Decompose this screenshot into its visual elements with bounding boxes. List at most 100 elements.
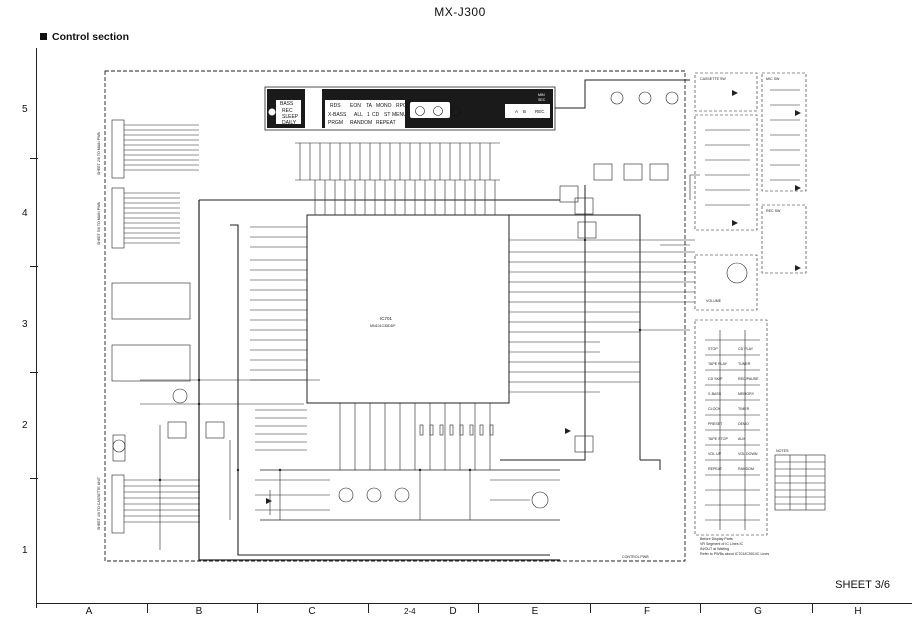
transistor bbox=[531, 491, 549, 509]
ic701-body bbox=[306, 214, 510, 404]
disp-all: ALL bbox=[354, 112, 363, 118]
row-label-3: 3 bbox=[22, 319, 28, 330]
col-label-e: E bbox=[531, 606, 539, 617]
row-label-2: 2 bbox=[22, 420, 28, 431]
disp-rds: RDS bbox=[330, 103, 341, 109]
disp-xbass: X-BASS bbox=[328, 112, 347, 118]
key-label: TIMER bbox=[738, 407, 750, 411]
key-label: VOL UP bbox=[708, 452, 722, 456]
key-label: DEMO bbox=[738, 422, 749, 426]
notes-title: NOTES: bbox=[776, 449, 789, 453]
key-label: PRESET bbox=[708, 422, 723, 426]
disp-b: B bbox=[523, 109, 526, 114]
row-tick bbox=[30, 266, 38, 267]
connector-sheet45 bbox=[111, 474, 125, 534]
transistor bbox=[638, 91, 652, 105]
notes-line-1: Before Display Parts bbox=[700, 537, 733, 541]
key-label: RANDOM bbox=[738, 467, 754, 471]
disp-rec-ind: REC bbox=[535, 109, 545, 114]
col-tick bbox=[147, 603, 148, 613]
row-label-5: 5 bbox=[22, 104, 28, 115]
key-label: CLOCK bbox=[708, 407, 721, 411]
col-tick bbox=[590, 603, 591, 613]
row-tick bbox=[30, 478, 38, 479]
subboard-cassette-sw bbox=[694, 72, 758, 112]
transistor bbox=[610, 91, 624, 105]
key-label: X-BASS bbox=[708, 392, 722, 396]
subboard-volume bbox=[694, 254, 758, 311]
left-ic-block-2 bbox=[111, 344, 191, 382]
disp-rec: REC bbox=[282, 108, 293, 114]
col-label-a: A bbox=[85, 606, 93, 617]
disp-eon: EON bbox=[350, 103, 361, 109]
diodes bbox=[266, 90, 801, 504]
disp-st: ST bbox=[384, 112, 390, 118]
diagram-footer-label: CONTROL PWB bbox=[622, 555, 649, 559]
key-label: REC/PAUSE bbox=[738, 377, 759, 381]
disp-random: RANDOM bbox=[350, 120, 372, 126]
disp-rpo: RPO bbox=[396, 103, 407, 109]
page-title: MX-J300 bbox=[434, 5, 486, 19]
key-label: AUX bbox=[738, 437, 746, 441]
disp-daily: DAILY bbox=[282, 120, 297, 126]
connector-sheet45-label: SHEET 4/6 TO CASSETTE UNIT bbox=[97, 476, 101, 530]
notes-line-4: Refer to PWBs about IC701/IC901/IC Lines bbox=[700, 552, 769, 556]
col-label-h: H bbox=[854, 606, 862, 617]
key-label: REPEAT bbox=[708, 467, 723, 471]
clock-icon bbox=[268, 108, 276, 116]
col-tick bbox=[478, 603, 479, 613]
left-ic-block bbox=[111, 282, 191, 320]
disp-a: A bbox=[515, 109, 518, 114]
key-label: TAPE PLAY bbox=[708, 362, 728, 366]
key-label: TAPE STOP bbox=[708, 437, 728, 441]
connector-sheet25 bbox=[111, 119, 125, 179]
col-tick bbox=[257, 603, 258, 613]
disp-1: 1 bbox=[367, 112, 370, 118]
subboard-rec-sw bbox=[694, 114, 758, 231]
frame-left-border bbox=[36, 48, 37, 608]
disp-ta: TA bbox=[366, 103, 373, 109]
page-number: 2-4 bbox=[404, 607, 416, 616]
col-tick bbox=[368, 603, 369, 613]
resistor-bank bbox=[419, 424, 494, 436]
key-label: CD PLAY bbox=[738, 347, 754, 351]
transistor bbox=[665, 91, 679, 105]
connector-sheet56-label: SHEET 5/6 TO MAIN PWB bbox=[97, 201, 101, 245]
disp-prgm: PRGM bbox=[328, 120, 343, 126]
ic701-ref: IC701 bbox=[380, 316, 393, 321]
subboard-cassette-label: CASSETTE SW bbox=[700, 77, 726, 81]
volume-pot bbox=[726, 262, 748, 284]
col-label-f: F bbox=[643, 606, 651, 617]
subboard-keys bbox=[694, 319, 768, 536]
transistor bbox=[366, 487, 382, 503]
disp-cd: CD bbox=[372, 112, 380, 118]
frame-bottom-border bbox=[36, 603, 912, 604]
subboard-rec-sw-2 bbox=[761, 204, 807, 274]
transistor bbox=[338, 487, 354, 503]
key-label: STOP bbox=[708, 347, 718, 351]
key-label: MEMORY bbox=[738, 392, 755, 396]
notes-line-3: IN/OUT at Waiting bbox=[700, 547, 729, 551]
disp-mono: MONO bbox=[376, 103, 392, 109]
disp-sleep: SLEEP bbox=[282, 114, 299, 120]
notes-table bbox=[774, 454, 826, 511]
subboard-rec-label: REC SW bbox=[766, 209, 781, 213]
col-label-b: B bbox=[195, 606, 203, 617]
col-label-c: C bbox=[308, 606, 316, 617]
junction-dots bbox=[158, 238, 642, 482]
sheet-number: SHEET 3/6 bbox=[835, 579, 890, 591]
display-text: BASS REC SLEEP DAILY RDS EON TA MONO RPO… bbox=[268, 93, 546, 128]
connector-sheet56 bbox=[111, 187, 125, 249]
row-label-1: 1 bbox=[22, 545, 28, 556]
key-label: CD SKIP bbox=[708, 377, 723, 381]
fl-display bbox=[267, 89, 553, 128]
disp-sec: SEC bbox=[538, 98, 546, 102]
key-label: VOL DOWN bbox=[738, 452, 758, 456]
disp-menu: MENU bbox=[392, 112, 407, 118]
notes-line-2: VR Segment of IC Lines IC bbox=[700, 542, 744, 546]
col-tick bbox=[700, 603, 701, 613]
row-tick bbox=[30, 372, 38, 373]
subboard-mic-sw bbox=[761, 72, 807, 192]
disp-bass: BASS bbox=[280, 101, 294, 107]
